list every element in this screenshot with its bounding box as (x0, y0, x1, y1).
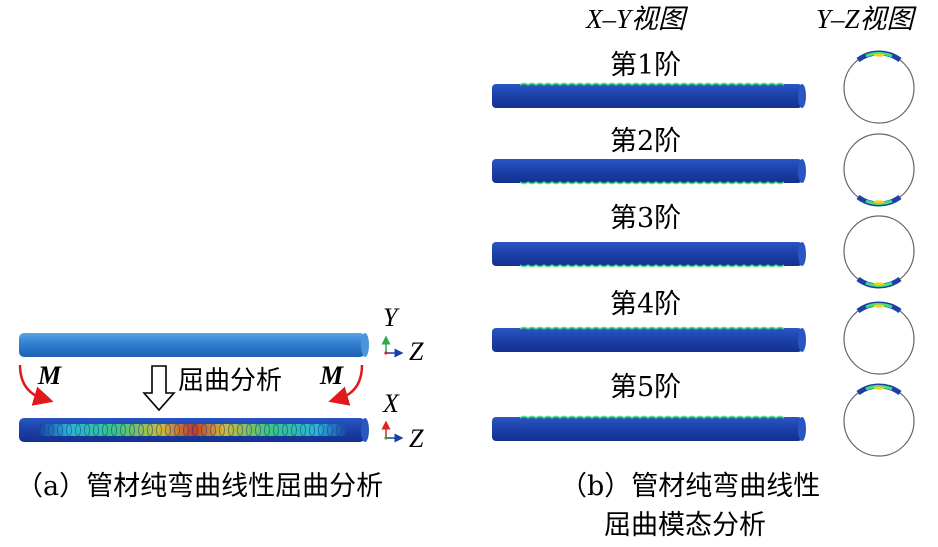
axis-triad-bottom (381, 420, 404, 443)
axis-label-z-bottom: Z (409, 424, 424, 453)
stress-ripple (165, 423, 171, 437)
moment-label-left: M (38, 361, 62, 390)
stress-ripple (138, 423, 144, 437)
stress-ripple (39, 423, 45, 437)
caption-b-line2: 屈曲模态分析 (604, 510, 766, 541)
mode-label-2: 第2阶 (610, 126, 682, 157)
mode-cross-section-4 (843, 301, 915, 375)
stress-ripple (129, 423, 135, 437)
panel-a (18, 333, 404, 443)
mode-tube-2 (492, 159, 806, 185)
analysis-label: 屈曲分析 (178, 366, 283, 396)
mode-cross-section-5 (843, 383, 915, 457)
mode-tube-3 (492, 242, 806, 268)
stress-ripple (57, 423, 63, 437)
stress-ripple (147, 423, 153, 437)
mode-tube-5 (492, 415, 806, 441)
tube-buckled (19, 418, 369, 442)
stress-ripple (84, 423, 90, 437)
stress-ripple (237, 423, 243, 437)
mode-cross-section-3 (843, 215, 915, 289)
moment-arrow-left (18, 364, 54, 406)
caption-a: （a）管材纯弯曲线性屈曲分析 (16, 471, 384, 502)
stress-ripple (48, 423, 54, 437)
mode-label-5: 第5阶 (610, 372, 682, 403)
stress-ripple (255, 423, 261, 437)
axis-triad-top (381, 335, 404, 358)
stress-ripple (174, 423, 180, 437)
axis-label-x: X (383, 389, 399, 418)
axis-label-z-top: Z (409, 337, 424, 366)
stress-ripple (219, 423, 225, 437)
mode-label-3: 第3阶 (610, 203, 682, 234)
stress-ripple (156, 423, 162, 437)
column-header-xy: X–Y视图 (586, 4, 686, 34)
mode-tube-4 (492, 326, 806, 352)
axis-label-y: Y (383, 303, 398, 332)
stress-ripple (66, 423, 72, 437)
stress-ripple (336, 423, 342, 437)
moment-arrow-right (328, 364, 364, 406)
stress-ripple (327, 423, 333, 437)
stress-ripple (300, 423, 306, 437)
stress-ripple (309, 423, 315, 437)
panel-b-modes (492, 50, 915, 457)
stress-ripple (228, 423, 234, 437)
stress-ripple (201, 423, 207, 437)
stress-ripple (120, 423, 126, 437)
stress-ripple (246, 423, 252, 437)
mode-label-4: 第4阶 (610, 289, 682, 320)
stress-ripple (291, 423, 297, 437)
stress-ripple (75, 423, 81, 437)
moment-label-right: M (320, 361, 344, 390)
stress-ripple (273, 423, 279, 437)
stress-ripple (93, 423, 99, 437)
analysis-down-arrow (142, 365, 176, 412)
stress-ripple (192, 423, 198, 437)
stress-ripples (39, 423, 342, 437)
mode-cross-section-2 (843, 133, 915, 207)
stress-ripple (102, 423, 108, 437)
tube-intact (19, 333, 369, 357)
stress-ripple (264, 423, 270, 437)
stress-ripple (282, 423, 288, 437)
mode-tube-1 (492, 82, 806, 108)
stress-ripple (210, 423, 216, 437)
stress-ripple (318, 423, 324, 437)
mode-label-1: 第1阶 (610, 50, 682, 81)
mode-cross-section-1 (843, 50, 915, 124)
column-header-yz: Y–Z视图 (816, 4, 914, 34)
stress-ripple (111, 423, 117, 437)
stress-ripple (183, 423, 189, 437)
caption-b-line1: （b）管材纯弯曲线性 (560, 471, 821, 502)
